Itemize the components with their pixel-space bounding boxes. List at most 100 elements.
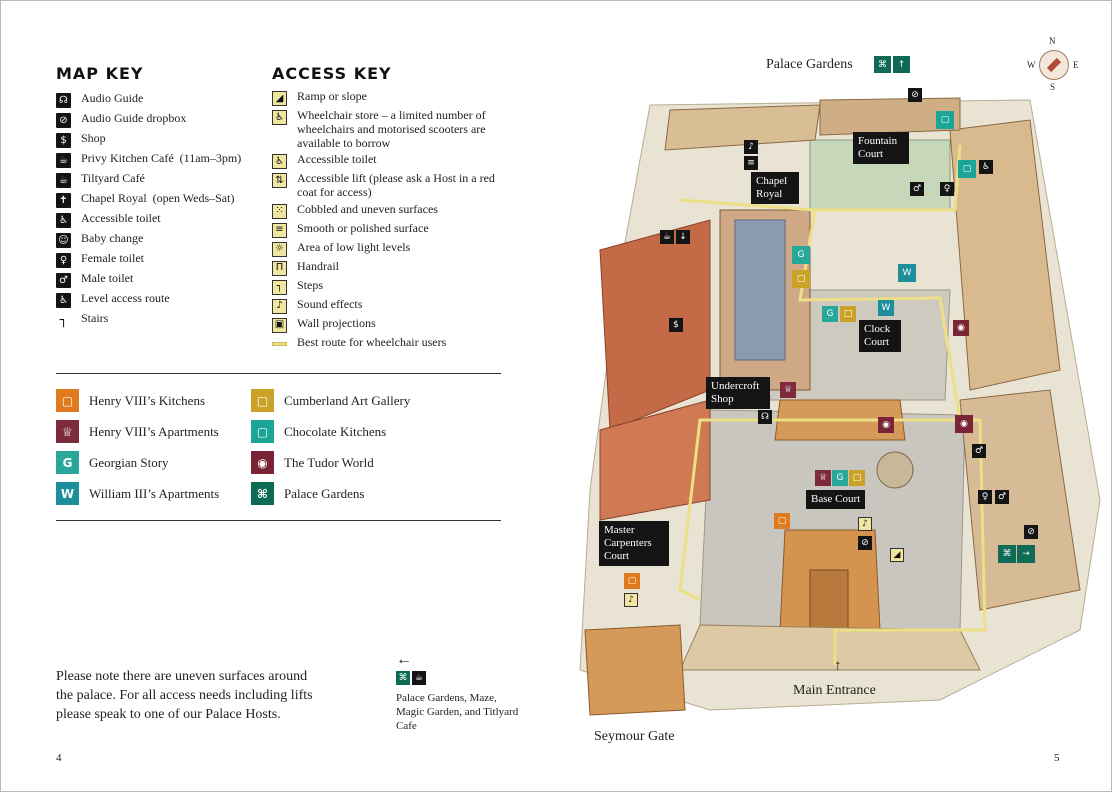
compass-n: N [1049, 36, 1056, 46]
gallery-marker-icon[interactable]: □ [849, 470, 865, 486]
tudor-world-marker-icon[interactable]: ◉ [955, 415, 973, 433]
gallery-icon: □ [251, 389, 274, 412]
label-fountain-court[interactable]: Fountain Court [853, 132, 909, 164]
tudor-world-marker-icon[interactable]: ◉ [878, 417, 894, 433]
key-row: ♂Male toilet [56, 271, 256, 288]
key-label: Audio Guide [81, 91, 144, 105]
key-label: Chapel Royal (open Weds–Sat) [81, 191, 235, 205]
access-key-list: ◢Ramp or slope♿Wheelchair store – a limi… [272, 89, 500, 353]
level-access-icon: ♿ [56, 293, 71, 308]
sound-icon: ♪ [858, 517, 872, 531]
key-row: Best route for wheelchair users [272, 335, 500, 350]
audio-dropbox-icon: ⊘ [908, 88, 922, 102]
gallery-marker-icon[interactable]: □ [792, 270, 810, 288]
georgian-story-marker-icon[interactable]: G [832, 470, 848, 486]
shop-icon: $ [669, 318, 683, 332]
key-row: ┐ Stairs [56, 311, 256, 328]
label-chapel-royal[interactable]: Chapel Royal [751, 172, 799, 204]
accessible-toilet-icon: ♿ [272, 154, 287, 170]
label-undercroft-shop[interactable]: Undercroft Shop [706, 377, 770, 409]
william-apartments-marker-icon[interactable]: W [898, 264, 916, 282]
smooth-surface-icon: ≡ [272, 222, 287, 238]
key-label: Privy Kitchen Café (11am–3pm) [81, 151, 242, 165]
kitchens-marker-icon[interactable]: ▢ [624, 573, 640, 589]
kitchens-marker-icon[interactable]: ▢ [774, 513, 790, 529]
cobbled-icon: ⁙ [272, 203, 287, 219]
key-label: Male toilet [81, 271, 134, 285]
attraction-label: Palace Gardens [284, 485, 365, 501]
attraction-legend-item: ⌘ Palace Gardens [251, 482, 365, 505]
gardens-note-text: Palace Gardens, Maze, Magic Garden, and … [396, 692, 519, 732]
wheelchair-store-icon: ♿ [272, 110, 287, 125]
key-row: ♀Female toilet [56, 251, 256, 268]
compass-e: E [1073, 60, 1079, 70]
georgian-story-marker-icon[interactable]: G [792, 246, 810, 264]
chapel-icon: ✝ [56, 193, 71, 208]
key-label: Tiltyard Café [81, 171, 145, 185]
key-label: Female toilet [81, 251, 144, 265]
gardens-icon: ⌘ [251, 482, 274, 505]
key-label: Steps [297, 277, 324, 292]
audio-dropbox-icon: ⊘ [56, 113, 71, 128]
route-line-icon [272, 341, 287, 346]
right-arrow-icon[interactable]: → [1017, 545, 1035, 563]
attraction-label: Henry VIII’s Kitchens [89, 392, 206, 408]
access-note: Please note there are uneven surfaces ar… [56, 669, 313, 722]
key-row: ♿ Wheelchair store – a limited number of … [272, 108, 500, 150]
key-row: ≡ Smooth or polished surface [272, 220, 500, 238]
key-label: Cobbled and uneven surfaces [297, 201, 438, 216]
key-row: ☊Audio Guide [56, 91, 256, 108]
key-label: Accessible lift (please ask a Host in a … [297, 171, 495, 200]
key-label: Accessible toilet [297, 152, 377, 167]
key-label: Stairs [81, 311, 109, 325]
attraction-label: William III’s Apartments [89, 485, 220, 501]
cafe-icon: ☕ [660, 230, 674, 244]
gardens-icon: ⌘ [874, 56, 891, 73]
label-base-court[interactable]: Base Court [806, 490, 866, 509]
stairs-icon: ┐ [59, 313, 68, 328]
cafe-icon: ☕ [56, 153, 71, 168]
label-clock-court[interactable]: Clock Court [859, 320, 901, 352]
ramp-icon: ◢ [272, 91, 287, 106]
chocolate-icon: ▢ [251, 420, 274, 443]
sound-icon: ♪ [272, 298, 287, 314]
apartments-marker-icon[interactable]: ♕ [815, 470, 831, 486]
palace-map[interactable] [560, 70, 1112, 740]
georgian-story-marker-icon[interactable]: G [822, 306, 838, 322]
up-arrow-icon: ↑ [893, 56, 910, 73]
female-toilet-icon: ♀ [978, 490, 992, 504]
label-master-carpenters-court[interactable]: Master Carpenters Court [599, 521, 669, 566]
key-label: Wall projections [297, 315, 376, 330]
gardens-marker-icon[interactable]: ⌘ [998, 545, 1016, 563]
gardens-note: ← ⌘ ☕ Palace Gardens, Maze, Magic Garden… [396, 652, 526, 733]
chocolate-kitchens-marker-icon[interactable]: ▢ [936, 111, 954, 129]
attraction-legend-item: ◉The Tudor World [251, 451, 374, 474]
gardens-icon: ⌘ [396, 671, 410, 685]
map-label-palace-gardens: Palace Gardens [766, 57, 853, 72]
up-arrow-icon: ↑ [834, 658, 842, 674]
kitchens-icon: ▢ [56, 389, 79, 412]
gallery-marker-icon[interactable]: □ [840, 306, 856, 322]
key-row: ♿ Accessible toilet [272, 152, 500, 170]
key-label: Sound effects [297, 296, 363, 311]
key-label: Smooth or polished surface [297, 220, 429, 235]
compass-rose: N W E S [1027, 36, 1081, 92]
chocolate-kitchens-marker-icon[interactable]: ▢ [958, 160, 976, 178]
william-apartments-marker-icon[interactable]: W [878, 300, 894, 316]
tudor-world-marker-icon[interactable]: ◉ [953, 320, 969, 336]
left-arrow-icon: ← [396, 651, 412, 668]
key-label: Wheelchair store – a limited number of w… [297, 108, 486, 150]
apartments-marker-icon[interactable]: ♕ [780, 382, 796, 398]
handrail-icon: Π [272, 260, 287, 276]
tudor-world-icon: ◉ [251, 451, 274, 474]
compass-w: W [1027, 60, 1036, 70]
key-row: ♿Level access route [56, 291, 256, 308]
map-key-title: MAP KEY [56, 64, 144, 83]
shop-icon: $ [56, 133, 71, 148]
key-label: Area of low light levels [297, 239, 411, 254]
sound-icon: ♪ [744, 140, 758, 154]
audio-dropbox-icon: ⊘ [858, 536, 872, 550]
key-label: Audio Guide dropbox [81, 111, 187, 125]
attraction-legend-item: □Cumberland Art Gallery [251, 389, 410, 412]
